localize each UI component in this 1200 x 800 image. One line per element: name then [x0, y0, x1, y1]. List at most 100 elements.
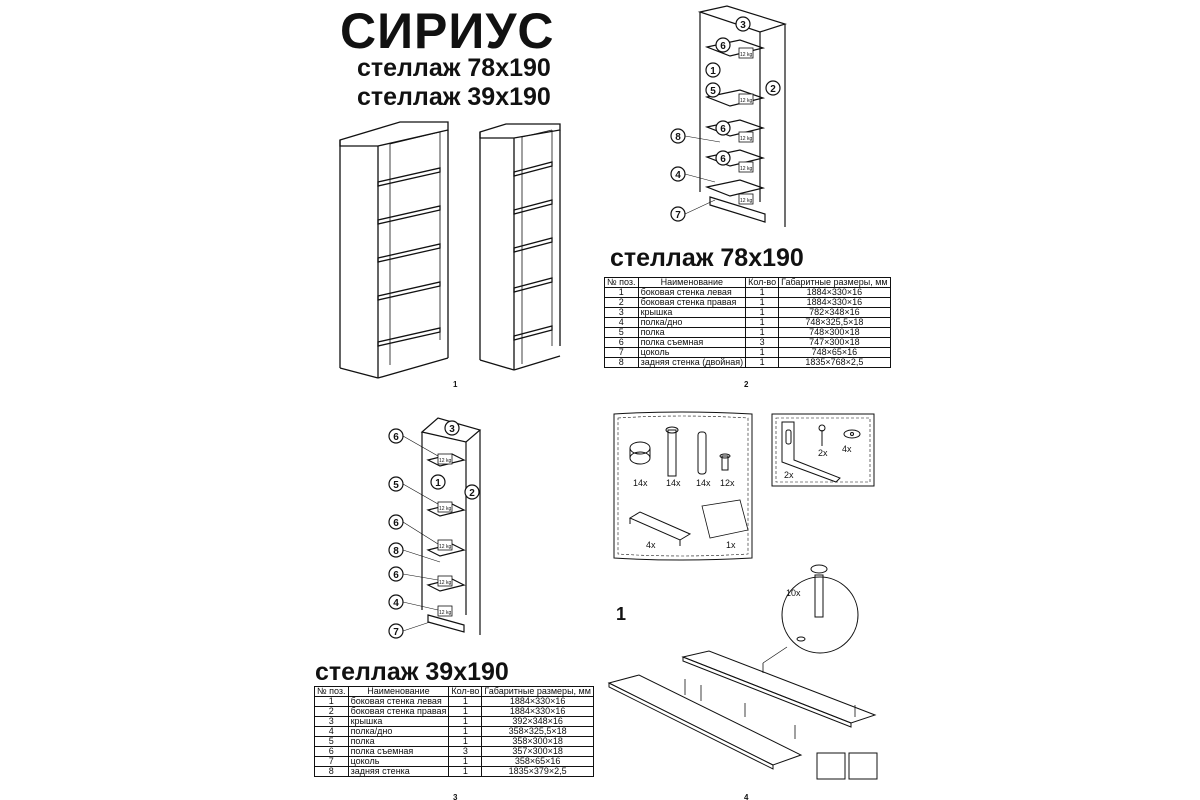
cell-pos: 7 [314, 756, 349, 767]
svg-text:7: 7 [675, 210, 681, 221]
cell-name: крышка [637, 307, 747, 318]
cell-pos: 3 [314, 716, 349, 727]
step1-qty: 10x [786, 588, 801, 598]
nails-qty: 1x [726, 540, 736, 550]
cell-name: полка съемная [347, 746, 450, 757]
cell-pos: 5 [604, 327, 639, 338]
cell-size: 1884×330×16 [778, 287, 891, 298]
cell-pos: 4 [314, 726, 349, 737]
pin-qty: 12x [720, 478, 735, 488]
svg-text:5: 5 [710, 86, 716, 97]
weight-label: 12 kg [740, 166, 752, 172]
step1-illustration [607, 564, 878, 780]
cell-qty: 1 [745, 327, 780, 338]
cell-size: 747×300×18 [778, 337, 891, 348]
page-number: 3 [453, 793, 458, 800]
cell-size: 748×300×18 [778, 327, 891, 338]
svg-text:1: 1 [710, 66, 716, 77]
svg-text:8: 8 [675, 132, 681, 143]
weight-label: 12 kg [740, 52, 752, 58]
cell-qty: 1 [745, 357, 780, 368]
cell-size: 358×65×16 [481, 756, 594, 767]
handle-qty: 4x [646, 540, 656, 550]
cell-pos: 2 [604, 297, 639, 308]
cell-pos: 6 [314, 746, 349, 757]
cell-qty: 1 [448, 766, 483, 777]
hardware-pack-illustration [613, 411, 875, 561]
cell-name: цоколь [347, 756, 450, 767]
col-header-size: Габаритные размеры, мм [481, 686, 594, 697]
cell-qty: 1 [745, 317, 780, 328]
bolt-qty: 14x [666, 478, 681, 488]
cell-name: боковая стенка левая [347, 696, 450, 707]
svg-text:6: 6 [720, 154, 726, 165]
exploded-view-39: 12 kg 12 kg 12 kg 12 kg 12 kg 361 256 86… [388, 417, 482, 639]
weight-label: 12 kg [740, 136, 752, 142]
cell-size: 1884×330×16 [481, 696, 594, 707]
cell-pos: 1 [314, 696, 349, 707]
svg-text:4: 4 [675, 170, 681, 181]
svg-text:2: 2 [770, 84, 776, 95]
weight-label: 12 kg [439, 458, 451, 464]
cell-size: 1884×330×16 [778, 297, 891, 308]
weight-label: 12 kg [740, 98, 752, 104]
cell-qty: 1 [448, 696, 483, 707]
cell-size: 1884×330×16 [481, 706, 594, 717]
cell-qty: 1 [448, 726, 483, 737]
model-label-39: стеллаж 39x190 [357, 83, 551, 111]
svg-text:6: 6 [393, 432, 399, 443]
svg-text:7: 7 [393, 627, 399, 638]
cell-pos: 1 [604, 287, 639, 298]
page-number: 4 [744, 793, 749, 800]
screw-qty: 2x [818, 448, 828, 458]
cell-size: 748×65×16 [778, 347, 891, 358]
cell-name: полка/дно [347, 726, 450, 737]
col-header-name: Наименование [347, 686, 450, 697]
svg-text:8: 8 [393, 546, 399, 557]
weight-label: 12 kg [439, 580, 451, 586]
cell-qty: 1 [448, 706, 483, 717]
bracket-qty: 2x [784, 470, 794, 480]
cell-qty: 1 [448, 736, 483, 747]
svg-text:6: 6 [720, 41, 726, 52]
exploded-view-78: 12 kg 12 kg 12 kg 12 kg 12 kg 361 256 86… [670, 5, 787, 227]
cell-size: 1835×768×2,5 [778, 357, 891, 368]
cell-qty: 1 [448, 716, 483, 727]
cell-pos: 3 [604, 307, 639, 318]
cell-size: 358×325,5×18 [481, 726, 594, 737]
cell-name: задняя стенка (двойная) [637, 357, 747, 368]
product-title: СИРИУС [340, 3, 555, 59]
svg-text:5: 5 [393, 480, 399, 491]
cell-qty: 1 [745, 287, 780, 298]
col-header-qty: Кол-во [448, 686, 483, 697]
cell-name: полка [637, 327, 747, 338]
cell-pos: 4 [604, 317, 639, 328]
washer-qty: 4x [842, 444, 852, 454]
cell-qty: 3 [448, 746, 483, 757]
parts-table-78: № поз. Наименование Кол-во Габаритные ра… [604, 277, 891, 368]
cell-qty: 3 [745, 337, 780, 348]
cell-size: 357×300×18 [481, 746, 594, 757]
svg-text:2: 2 [469, 488, 475, 499]
model-label-78: стеллаж 78x190 [357, 54, 551, 82]
weight-label: 12 kg [740, 198, 752, 204]
svg-text:6: 6 [393, 570, 399, 581]
narrow-shelving-unit [479, 123, 561, 371]
col-header-size: Габаритные размеры, мм [778, 277, 891, 288]
cell-size: 748×325,5×18 [778, 317, 891, 328]
cell-name: полка/дно [637, 317, 747, 328]
parts-table-39: № поз. Наименование Кол-во Габаритные ра… [314, 686, 594, 777]
table-header-row: № поз. Наименование Кол-во Габаритные ра… [604, 277, 891, 288]
